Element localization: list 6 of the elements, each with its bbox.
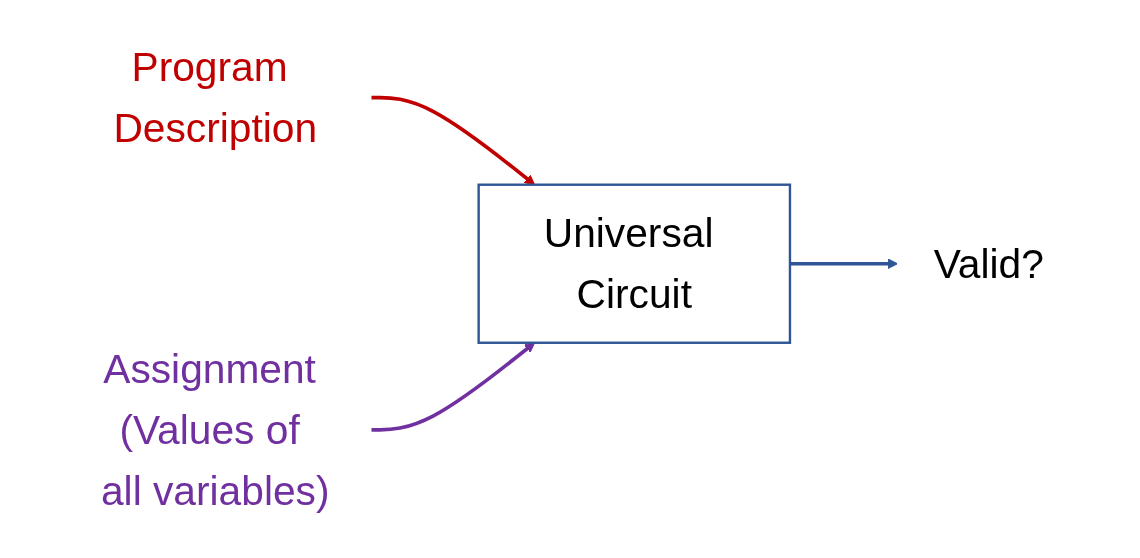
node-box: Universal Circuit [477,183,792,344]
arrow [371,342,536,432]
node-text: Program Description [113,43,318,151]
node-text: Assignment (Values of all variables) [101,345,330,514]
node-text: Valid? [933,240,1045,286]
arrow [790,258,899,269]
